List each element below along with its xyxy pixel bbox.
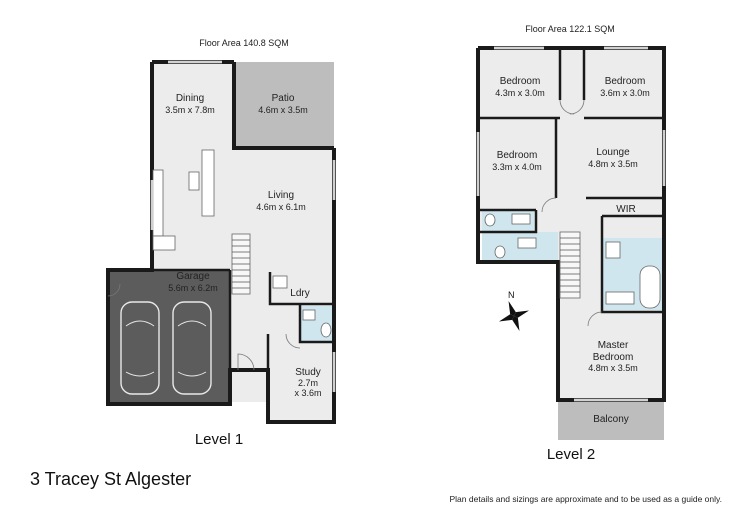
level-2-plan: Floor Area 122.1 SQM <box>476 24 666 463</box>
study-door <box>285 333 301 349</box>
master-label-line-1: Master <box>598 340 629 351</box>
ensuite-a-wall <box>478 210 538 234</box>
garage-area <box>108 270 230 404</box>
master-bathtub <box>639 265 661 309</box>
garage-car-left <box>120 301 160 395</box>
garage-label: Garage <box>176 271 210 282</box>
laundry-tub <box>272 275 288 289</box>
garage-size: 5.6m x 6.2m <box>168 283 218 293</box>
level-1-plan: Floor Area 140.8 SQM <box>106 38 336 448</box>
living-label: Living <box>268 190 294 201</box>
bedroom-b-door <box>569 99 585 115</box>
kitchen-island <box>201 149 215 217</box>
level-2-stairs <box>559 231 581 299</box>
study-size-line-1: 2.7m <box>298 378 318 388</box>
level-2-outer-wall <box>476 46 666 402</box>
living-size: 4.6m x 6.1m <box>256 202 306 212</box>
garage-car-right <box>172 301 212 395</box>
master-size: 4.8m x 3.5m <box>588 363 638 373</box>
bedroom-b-size: 3.6m x 3.0m <box>600 88 650 98</box>
disclaimer: Plan details and sizings are approximate… <box>450 494 723 504</box>
bedroom-c-size: 3.3m x 4.0m <box>492 162 542 172</box>
kitchen-sink <box>188 171 200 191</box>
master-shower <box>605 241 621 259</box>
patio-edge-wall <box>232 62 334 150</box>
patio-size: 4.6m x 3.5m <box>258 105 308 115</box>
bathroom-basin <box>517 237 537 249</box>
study-floor <box>268 334 334 422</box>
bedroom-a-label: Bedroom <box>500 76 541 87</box>
powder-room-wall <box>298 304 334 344</box>
study-size-line-2: x 3.6m <box>294 388 321 398</box>
bedroom-a-size: 4.3m x 3.0m <box>495 88 545 98</box>
bedroom-c-door <box>541 197 557 213</box>
ensuite-a-basin <box>511 213 531 225</box>
patio-label: Patio <box>272 93 295 104</box>
level-1-stairs <box>231 233 251 295</box>
master-label-line-2: Bedroom <box>593 352 634 363</box>
study-label: Study <box>295 367 321 378</box>
level-2-title: Level 2 <box>547 446 595 463</box>
fridge-space <box>152 235 176 251</box>
lounge-size: 4.8m x 3.5m <box>588 159 638 169</box>
level-2-floor-area: Floor Area 122.1 SQM <box>525 24 615 34</box>
level-1-title: Level 1 <box>195 431 243 448</box>
master-vanity <box>605 291 635 305</box>
front-door <box>237 353 255 371</box>
lounge-label: Lounge <box>596 147 630 158</box>
toilet-bathroom <box>494 245 506 259</box>
compass-rose: N <box>498 290 530 332</box>
patio-area <box>234 62 334 148</box>
laundry-label: Ldry <box>290 288 309 299</box>
bedroom-b-label: Bedroom <box>605 76 646 87</box>
balcony-area <box>558 400 664 440</box>
compass-north-label: N <box>508 290 515 300</box>
toilet-level-1 <box>320 322 332 338</box>
level-1-floor-area: Floor Area 140.8 SQM <box>199 38 289 48</box>
dining-label: Dining <box>176 93 204 104</box>
toilet-ensuite-a <box>484 213 496 227</box>
kitchen-bench <box>152 169 164 237</box>
property-address: 3 Tracey St Algester <box>30 469 191 489</box>
balcony-label: Balcony <box>593 414 629 425</box>
wir-label: WIR <box>616 204 635 215</box>
garage-door-arc <box>107 283 121 297</box>
master-door <box>587 311 603 327</box>
laundry-wall <box>268 272 334 306</box>
dining-size: 3.5m x 7.8m <box>165 105 215 115</box>
powder-basin <box>302 309 316 321</box>
bedroom-c-label: Bedroom <box>497 150 538 161</box>
